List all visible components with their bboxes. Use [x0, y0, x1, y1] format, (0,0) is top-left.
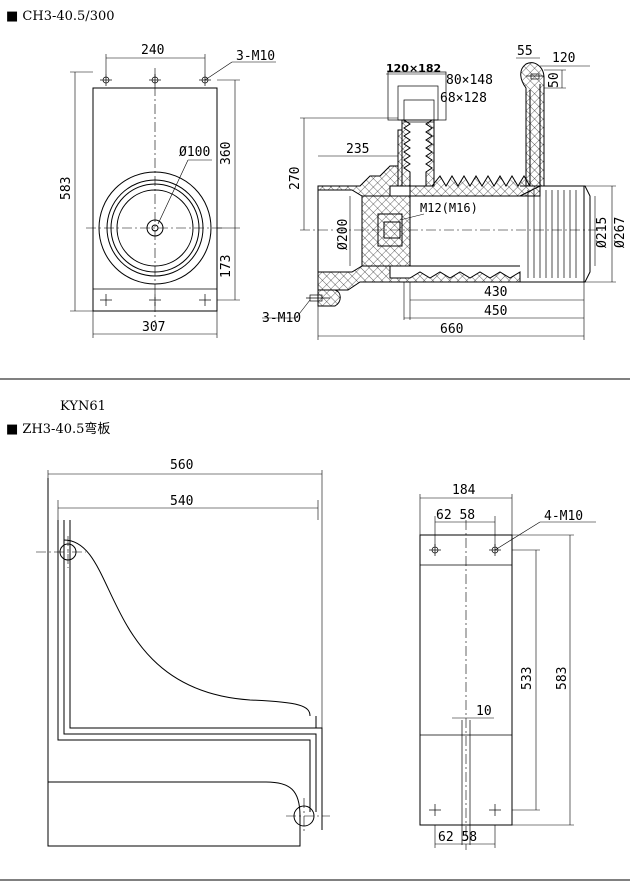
dim-235: 235 — [346, 142, 369, 157]
dim-10: 10 — [476, 704, 492, 719]
dim-m12-m16: M12(M16) — [420, 201, 478, 215]
dim-660: 660 — [440, 322, 463, 337]
ch3-front-view: Ø100 240 3-M10 583 360 173 307 — [59, 43, 276, 338]
section2-header: ■ ZH3-40.5弯板 — [6, 421, 110, 437]
zh3-front-view: 184 62 58 4-M10 533 583 10 62 58 — [419, 483, 596, 850]
dim-80x148: 80×148 — [446, 73, 493, 88]
dim-lower-173: 173 — [219, 255, 234, 278]
dim-430: 430 — [484, 285, 507, 300]
dim-62-58-top: 62 58 — [436, 508, 475, 523]
dim-540: 540 — [170, 494, 193, 509]
dim-583: 583 — [555, 667, 570, 690]
dim-68x128: 68×128 — [440, 91, 487, 106]
dim-upper-360: 360 — [219, 142, 234, 165]
dim-270: 270 — [288, 167, 303, 190]
section1-header: ■ CH3-40.5/300 — [6, 9, 115, 24]
ch3-side-view: 120×182 80×148 68×128 55 120 50 235 270 … — [262, 44, 628, 340]
mounting-hole-icon — [429, 544, 501, 556]
zh3-side-view: 560 540 — [36, 458, 330, 847]
dim-holes-3m10: 3-M10 — [236, 49, 275, 64]
dim-184: 184 — [452, 483, 476, 498]
dim-height-583: 583 — [59, 177, 74, 200]
dim-120-top: 120 — [552, 51, 575, 66]
section2-subtitle: KYN61 — [60, 399, 106, 414]
dim-50: 50 — [547, 72, 562, 88]
dim-120x182: 120×182 — [386, 62, 441, 75]
dim-diameter-267: Ø267 — [613, 217, 628, 248]
dim-diameter-215: Ø215 — [595, 217, 610, 248]
dim-holes-4m10: 4-M10 — [544, 509, 583, 524]
dim-diameter-100: Ø100 — [179, 145, 210, 160]
dim-bottom-width: 307 — [142, 320, 165, 335]
dim-62-58-bottom: 62 58 — [438, 830, 477, 845]
dim-450: 450 — [484, 304, 507, 319]
dim-diameter-200: Ø200 — [336, 219, 351, 250]
dim-3m10-bottom: 3-M10 — [262, 311, 301, 326]
dim-top-width: 240 — [141, 43, 164, 58]
dim-55: 55 — [517, 44, 533, 59]
dim-560: 560 — [170, 458, 193, 473]
mounting-hole-icon — [100, 74, 211, 86]
dim-533: 533 — [520, 667, 535, 690]
